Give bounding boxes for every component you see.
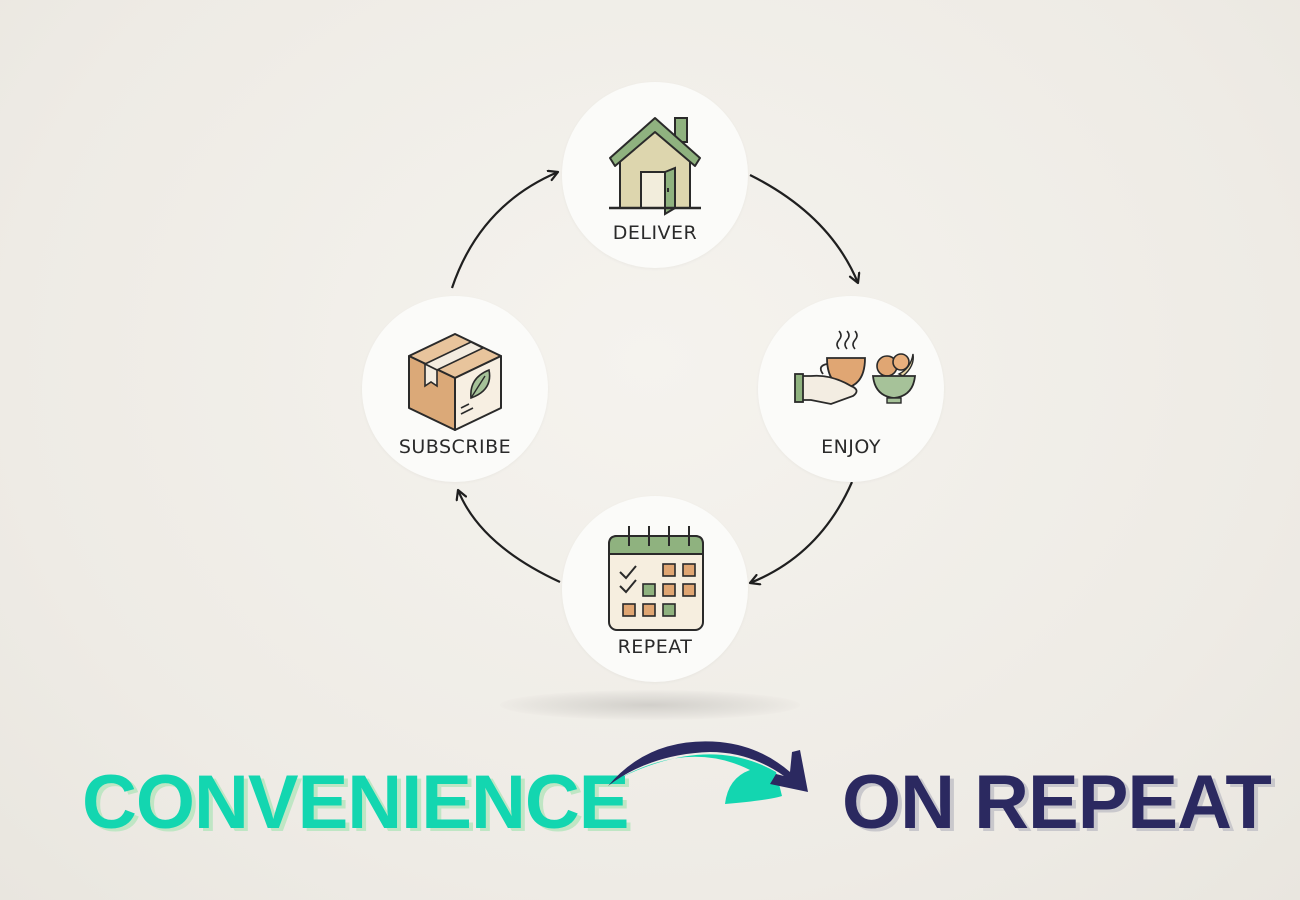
node-deliver: DELIVER bbox=[562, 82, 748, 268]
calendar-icon bbox=[608, 526, 704, 631]
node-repeat: REPEAT bbox=[562, 496, 748, 682]
node-label: DELIVER bbox=[612, 222, 698, 244]
curved-arrow-icon bbox=[608, 741, 808, 804]
arrow-repeat-to-subscribe bbox=[458, 490, 561, 583]
tagline-convenience: CONVENIENCE bbox=[82, 760, 629, 845]
arrow-subscribe-to-deliver bbox=[450, 172, 558, 289]
house-icon bbox=[609, 117, 701, 216]
ground-shadow bbox=[500, 690, 800, 720]
node-subscribe: SUBSCRIBE bbox=[362, 296, 548, 482]
arrow-deliver-to-enjoy bbox=[749, 174, 858, 283]
node-label: SUBSCRIBE bbox=[398, 436, 512, 458]
tagline-on-repeat: ON REPEAT bbox=[842, 760, 1272, 845]
box-leaf-icon bbox=[408, 333, 502, 431]
arrow-enjoy-to-repeat bbox=[750, 481, 854, 583]
hand-cup-fruit-bowl-icon bbox=[794, 330, 916, 405]
node-label: REPEAT bbox=[617, 636, 693, 658]
node-label: ENJOY bbox=[821, 436, 881, 458]
node-enjoy: ENJOY bbox=[758, 296, 944, 482]
